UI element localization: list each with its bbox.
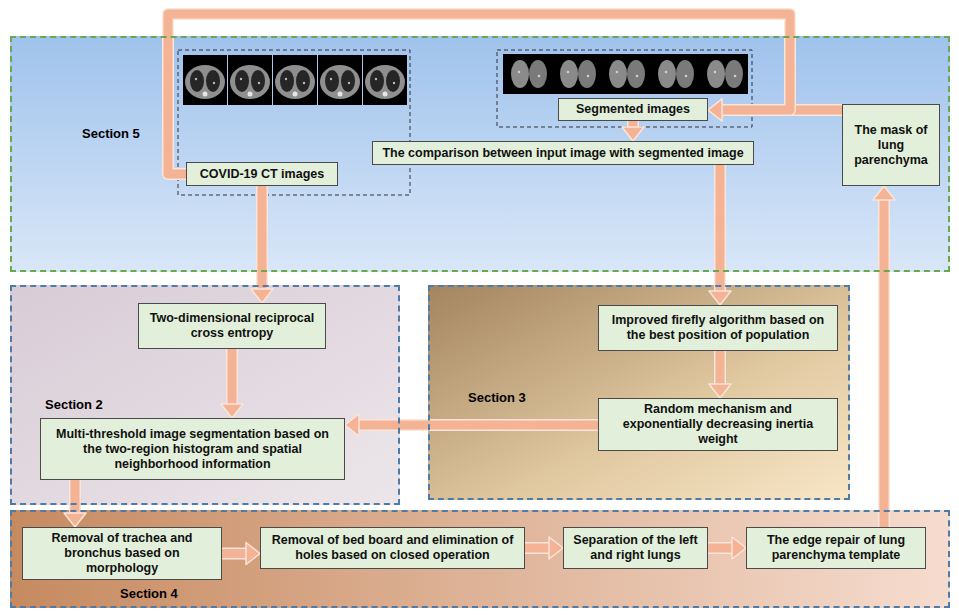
box-text: Removal of trachea and bronchus based on… [29, 531, 215, 576]
ct-image-strip [183, 55, 407, 105]
section-3-ground [428, 285, 850, 500]
flow-arrow [168, 14, 790, 174]
box-text: Removal of bed board and elimination of … [267, 533, 518, 563]
box-text: Random mechanism and exponentially decre… [605, 402, 831, 447]
section-region: Section 4 Removal of trachea and bronchus… [10, 510, 950, 608]
flow-arrow [708, 537, 746, 559]
flow-arrow [709, 351, 731, 398]
section-label: Section 3 [468, 390, 526, 405]
process-box: The comparison between input image with … [372, 141, 754, 165]
box-text: The mask of lung parenchyma [849, 123, 933, 168]
box-text: The edge repair of lung parenchyma templ… [753, 533, 919, 563]
flow-arrow [709, 165, 731, 305]
section-2-ground [10, 285, 400, 505]
section-4-ground [10, 510, 950, 608]
box-text: Separation of the left and right lungs [570, 533, 701, 563]
process-box: Two-dimensional reciprocal cross entropy [138, 303, 326, 349]
process-box: Segmented images [558, 98, 708, 121]
process-box: Separation of the left and right lungs [563, 527, 708, 569]
box-text: The comparison between input image with … [382, 146, 743, 161]
process-box: Removal of bed board and elimination of … [260, 527, 525, 569]
process-box: COVID-19 CT images [186, 162, 338, 186]
process-box: The mask of lung parenchyma [842, 104, 940, 186]
segmented-image-strip [503, 54, 748, 94]
process-box: Removal of trachea and bronchus based on… [22, 527, 222, 580]
box-text: COVID-19 CT images [200, 167, 324, 182]
flow-arrow [221, 349, 243, 418]
flow-arrow [622, 121, 644, 141]
flow-arrow [525, 537, 563, 559]
section-5-ground [10, 36, 950, 272]
process-box: Multi-threshold image segmentation based… [40, 418, 345, 480]
process-box: Random mechanism and exponentially decre… [598, 398, 838, 451]
box-text: Improved firefly algorithm based on the … [605, 313, 831, 343]
process-box: Improved firefly algorithm based on the … [598, 305, 838, 351]
process-box: The edge repair of lung parenchyma templ… [746, 527, 926, 569]
box-text: Segmented images [576, 102, 690, 117]
section-region: Section 2 Two-dimensional reciprocal cros… [10, 285, 400, 505]
section-label: Section 5 [82, 126, 140, 141]
flow-arrow [222, 543, 260, 565]
section-label: Section 4 [120, 586, 178, 601]
output-group-frame [497, 50, 752, 127]
flow-arrow [345, 414, 598, 436]
box-text: Two-dimensional reciprocal cross entropy [145, 311, 319, 341]
section-region: Section 3 Improved firefly algorithm base… [428, 285, 850, 500]
box-text: Multi-threshold image segmentation based… [47, 427, 338, 472]
flow-arrow [873, 186, 895, 527]
section-label: Section 2 [45, 397, 103, 412]
section-region: Section 5 COVID-19 CT images Segmented ima… [10, 36, 950, 272]
input-group-frame [178, 50, 410, 195]
